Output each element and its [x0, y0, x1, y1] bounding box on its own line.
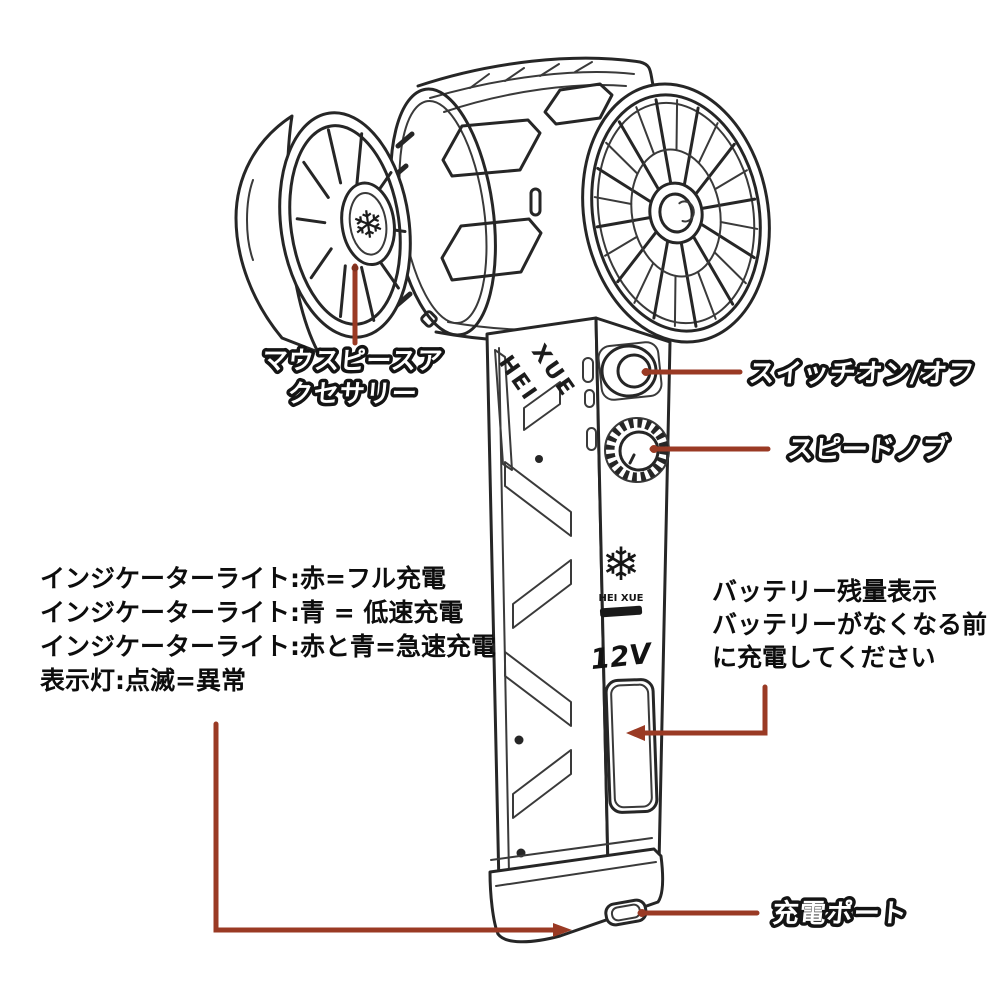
indicator-notes: インジケーターライト:赤=フル充電 インジケーターライト:青 = 低速充電 イン… [40, 562, 496, 698]
charge-port-label: 充電ポート [771, 898, 909, 929]
indicator-note-line: インジケーターライト:青 = 低速充電 [40, 598, 464, 627]
leader-indicator [213, 721, 564, 933]
voltage-text: 12V [589, 637, 655, 676]
battery-notes: バッテリー残量表示 バッテリーがなくなる前 に充電してください [712, 575, 987, 674]
mouthpiece-label-line1: マウスピースア [261, 346, 444, 375]
indicator-note-line: インジケーターライト:赤と青=急速充電 [40, 632, 496, 661]
mouthpiece-illustration: ❄ [234, 111, 412, 354]
usb-port [604, 898, 648, 927]
indicator-note-line: インジケーターライト:赤=フル充電 [40, 564, 446, 593]
leader-lines [213, 263, 771, 937]
handle-chevrons [504, 381, 572, 819]
indicator-note-line: 表示灯:点滅=異常 [40, 666, 246, 695]
brand-small-text: HEI XUE [598, 593, 643, 604]
mouthpiece-label-line2: クセサリー [287, 379, 419, 408]
shell-vent-slashes [469, 61, 593, 89]
leader-indicator-arrow [553, 923, 572, 937]
snowflake-icon: ❄ [349, 201, 387, 249]
speed-knob-label: スピードノブ [786, 434, 950, 465]
leader-battery-arrow [626, 725, 645, 741]
handle-illustration: HEI XUE ❄ HEI XUE 12V [485, 316, 672, 944]
bottom-cap [488, 837, 665, 944]
fan-body-illustration [386, 56, 771, 344]
battery-note-line: バッテリー残量表示 [712, 577, 938, 606]
brand-bar [599, 605, 643, 618]
mouthpiece-face: ❄ [278, 111, 412, 339]
battery-note-line: に充電してください [712, 643, 936, 672]
battery-window [604, 678, 659, 814]
power-switch-label: スイッチオン/オフ [747, 359, 976, 389]
leader-battery [637, 684, 768, 736]
fan-face [581, 82, 771, 344]
snowflake-icon: ❄ [602, 537, 641, 591]
battery-note-line: バッテリーがなくなる前 [712, 610, 988, 639]
